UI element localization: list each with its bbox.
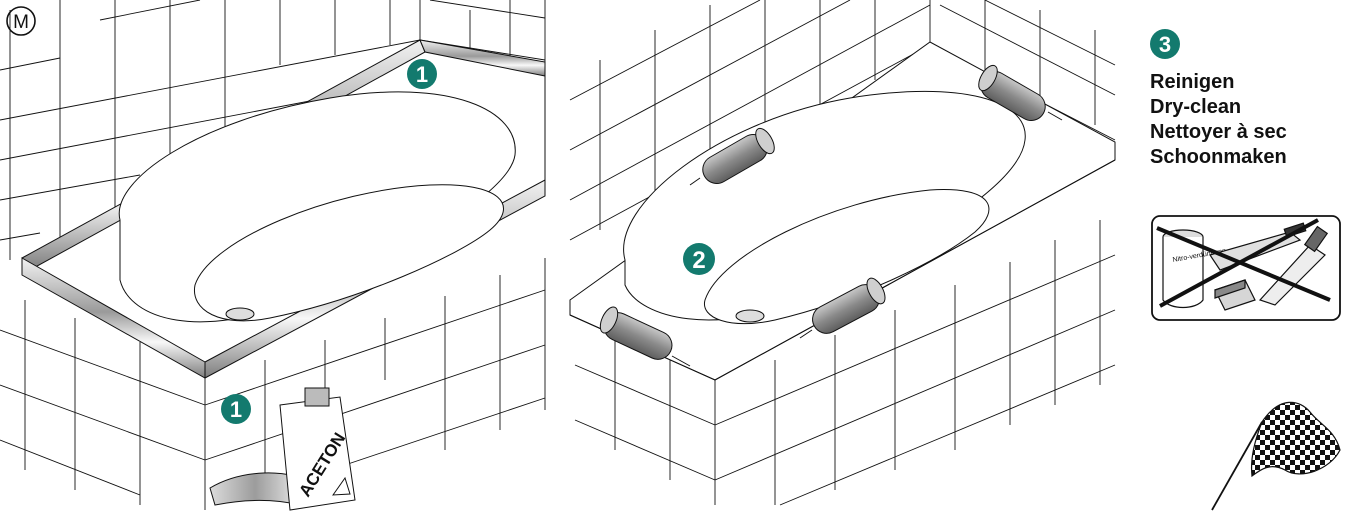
panel-2: 2 bbox=[570, 0, 1115, 505]
forbidden-tools-icon: Nitro-verdünnung bbox=[1152, 216, 1340, 320]
panel-1: 1 1 ACETON M bbox=[0, 0, 545, 510]
step-3-badge: 3 bbox=[1150, 29, 1180, 59]
step-1-label: 1 bbox=[230, 397, 242, 422]
corner-mark: M bbox=[7, 7, 35, 35]
step-3-label-de: Reinigen bbox=[1150, 70, 1287, 95]
acetone-bottle-icon: ACETON bbox=[280, 388, 355, 510]
corner-mark-label: M bbox=[13, 12, 29, 33]
bathtub-icon bbox=[624, 91, 1026, 323]
step-1-badge-bottom: 1 bbox=[221, 394, 251, 424]
step-3-label-nl: Schoonmaken bbox=[1150, 145, 1287, 170]
step-3-label-fr: Nettoyer à sec bbox=[1150, 120, 1287, 145]
step-1-badge-top: 1 bbox=[407, 59, 437, 89]
step-2-badge: 2 bbox=[683, 243, 715, 275]
checkered-flag-icon bbox=[1212, 402, 1340, 510]
step-2-label: 2 bbox=[692, 247, 705, 274]
step-3-label-en: Dry-clean bbox=[1150, 95, 1287, 120]
step-1-label: 1 bbox=[416, 62, 428, 87]
step-3-label: 3 bbox=[1159, 32, 1171, 57]
step-3-instructions: Reinigen Dry-clean Nettoyer à sec Schoon… bbox=[1150, 70, 1287, 170]
